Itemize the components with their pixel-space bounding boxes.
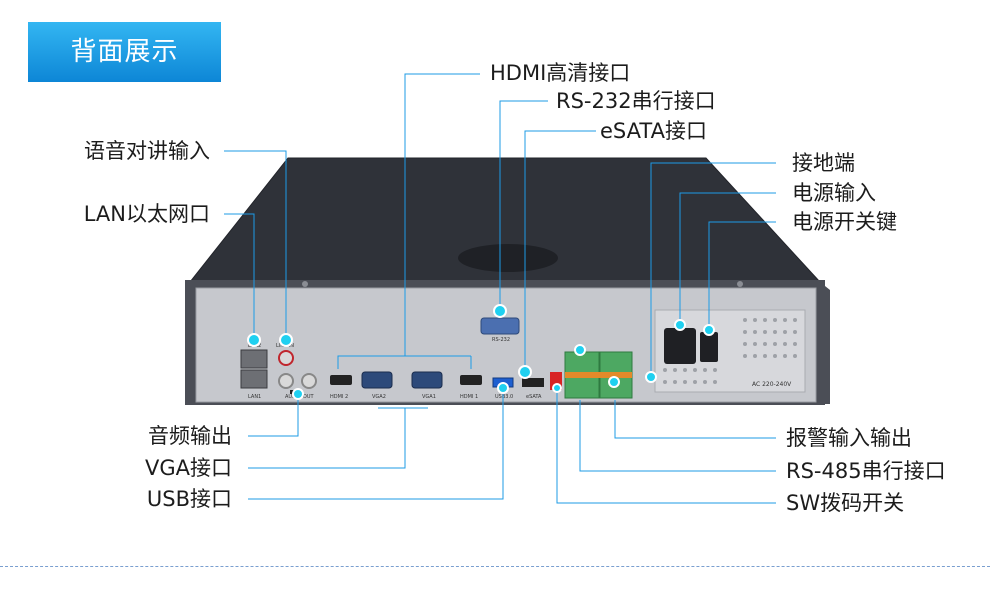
ground-leader-line	[650, 162, 776, 372]
label-ground: 接地端	[792, 151, 855, 175]
vga1-port	[411, 371, 443, 389]
audio-in-leader-line	[224, 150, 287, 345]
usb30-panel-label: USB3.0	[495, 394, 513, 400]
marker-audio-out	[292, 388, 304, 400]
label-lan: LAN以太网口	[83, 202, 210, 226]
hdmi1-panel-label: HDMI 1	[460, 394, 478, 400]
label-audio-in: 语音对讲输入	[84, 139, 210, 163]
marker-usb	[497, 382, 509, 394]
terminal-orange-row	[565, 372, 632, 378]
rs232-panel-label: RS-232	[492, 337, 510, 343]
label-vga: VGA接口	[144, 456, 232, 480]
label-esata: eSATA接口	[600, 119, 707, 143]
power-switch	[700, 332, 718, 362]
esata-panel-label: eSATA	[526, 394, 542, 400]
section-title-badge: 背面展示	[28, 22, 221, 82]
marker-rs232	[493, 304, 507, 318]
marker-rs485	[574, 344, 586, 356]
psu-vent-holes	[663, 318, 797, 384]
top-cover-recess	[458, 244, 558, 272]
marker-alarm	[608, 376, 620, 388]
vga2-port	[361, 371, 393, 389]
lan1-port	[240, 369, 268, 389]
lan-leader-line	[224, 213, 255, 345]
alarm-leader-line	[614, 400, 776, 439]
power-switch-leader-line	[708, 221, 776, 330]
rs232-leader-line	[499, 100, 548, 315]
rs485-leader-line	[579, 400, 776, 472]
label-power-switch: 电源开关键	[792, 210, 897, 234]
marker-sw	[552, 383, 562, 393]
rs232-port	[480, 317, 520, 335]
sw-leader-line	[556, 392, 776, 504]
lan2-port	[240, 349, 268, 369]
hdmi1-port	[460, 375, 482, 385]
power-inlet	[664, 328, 696, 364]
esata-leader-line	[524, 130, 596, 374]
lan1-panel-label: LAN1	[248, 394, 261, 400]
esata-port	[522, 378, 544, 387]
vga1-panel-label: VGA1	[422, 394, 436, 400]
hdmi2-panel-label: HDMI 2	[330, 394, 348, 400]
ac-rating-panel-label: AC 220-240V	[752, 381, 792, 388]
marker-power-switch	[703, 324, 715, 336]
label-rs232: RS-232串行接口	[556, 89, 716, 113]
label-usb: USB接口	[146, 487, 232, 511]
screw	[737, 281, 743, 287]
audio-out-leader-line	[248, 396, 299, 437]
marker-ground	[645, 371, 657, 383]
audio-out-jack-right	[301, 373, 317, 389]
label-sw: SW拨码开关	[786, 491, 905, 515]
screw	[302, 281, 308, 287]
label-power-in: 电源输入	[792, 181, 876, 205]
label-audio-out: 音频输出	[148, 424, 232, 448]
marker-esata	[518, 365, 532, 379]
line-in-jack	[278, 350, 294, 366]
section-title: 背面展示	[70, 37, 179, 67]
marker-audio-in	[279, 333, 293, 347]
marker-power-in	[674, 319, 686, 331]
label-alarm: 报警输入输出	[786, 426, 912, 450]
label-hdmi: HDMI高清接口	[490, 61, 631, 85]
power-in-leader-line	[679, 192, 776, 325]
marker-lan	[247, 333, 261, 347]
bottom-dashed-divider	[0, 566, 990, 567]
vga-leader-line	[248, 407, 406, 469]
usb-leader-line	[248, 390, 504, 500]
label-rs485: RS-485串行接口	[786, 459, 946, 483]
vga2-panel-label: VGA2	[372, 394, 386, 400]
audio-out-jack-left	[278, 373, 294, 389]
hdmi2-port	[330, 375, 352, 385]
